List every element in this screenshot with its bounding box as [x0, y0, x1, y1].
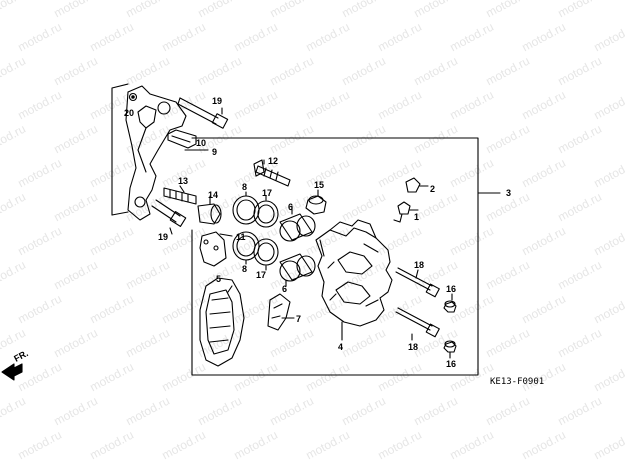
label-part-15: 15	[314, 180, 324, 190]
assembly-box	[191, 137, 479, 376]
front-arrow-icon	[1, 363, 23, 381]
boot-14	[197, 195, 222, 225]
label-part-6-upper: 6	[288, 202, 293, 212]
bleed-cap-15	[305, 189, 327, 215]
label-part-16-lower: 16	[446, 359, 456, 369]
bolt-upper	[177, 97, 229, 129]
seal-pair-upper	[232, 191, 279, 228]
label-part-18-upper: 18	[414, 260, 424, 270]
bolt-18-lower	[395, 307, 440, 341]
label-part-16-upper: 16	[446, 284, 456, 294]
bleeder-screw-1	[393, 201, 419, 223]
front-marker-label: FR.	[12, 348, 29, 364]
label-part-11: 11	[236, 232, 246, 242]
bleeder-cap-2	[405, 177, 429, 193]
piston-upper	[279, 205, 316, 242]
piston-lower	[279, 253, 316, 287]
label-part-13: 13	[178, 176, 188, 186]
label-part-12: 12	[268, 156, 278, 166]
retainer-clip	[167, 129, 197, 149]
label-part-17-upper: 17	[262, 188, 272, 198]
cap-16-upper	[443, 293, 457, 313]
brake-pad-5	[199, 277, 245, 367]
label-part-6-lower: 6	[282, 284, 287, 294]
cap-16-lower	[443, 340, 457, 359]
label-part-14: 14	[208, 190, 218, 200]
label-part-10: 10	[196, 138, 206, 148]
diagram-code: KE13-F0901	[490, 377, 544, 387]
label-part-4: 4	[338, 342, 343, 352]
label-part-8-upper: 8	[242, 182, 247, 192]
bolt-18-upper	[395, 267, 440, 298]
caliper-body	[315, 219, 393, 341]
label-part-19-upper: 19	[212, 96, 222, 106]
label-part-7: 7	[296, 314, 301, 324]
label-part-20: 20	[124, 108, 134, 118]
seal-pair-lower	[232, 231, 279, 271]
label-part-1: 1	[414, 212, 419, 222]
label-part-3: 3	[506, 188, 511, 198]
label-part-19-lower: 19	[158, 232, 168, 242]
shim-7	[267, 293, 295, 331]
slide-pin-12	[253, 159, 291, 187]
label-part-18-lower: 18	[408, 342, 418, 352]
bolt-lower	[151, 199, 187, 235]
label-part-5: 5	[216, 274, 221, 284]
label-part-17-lower: 17	[256, 270, 266, 280]
pad-spring-11	[199, 231, 233, 267]
slide-pin-13	[163, 185, 197, 205]
label-part-9: 9	[212, 147, 217, 157]
label-part-2: 2	[430, 184, 435, 194]
label-part-8-lower: 8	[242, 264, 247, 274]
